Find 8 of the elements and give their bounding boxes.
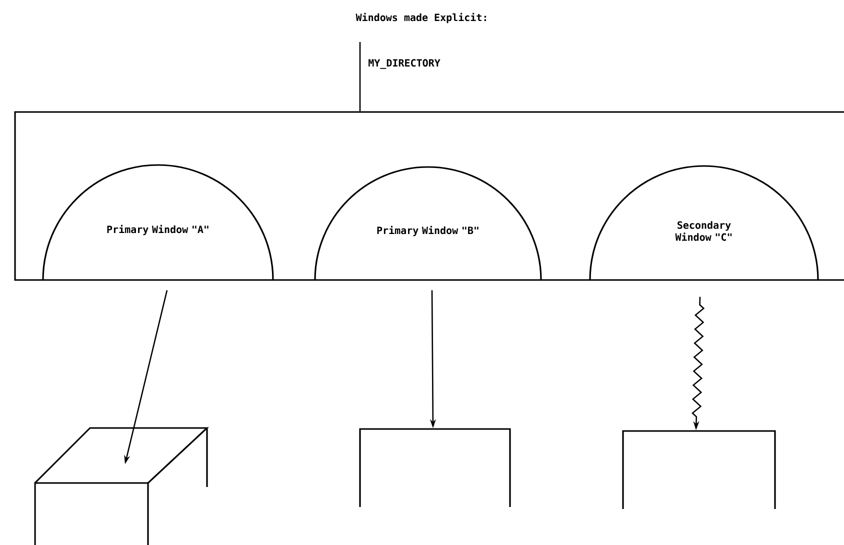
window-dome: Primary Window "B" — [314, 166, 542, 280]
box-drawing — [34, 427, 210, 545]
open-box — [622, 430, 776, 509]
open-box — [359, 428, 511, 507]
window-dome: Primary Window "A" — [42, 164, 274, 280]
title: Windows made Explicit: — [356, 12, 486, 24]
line — [359, 42, 361, 112]
window-dome: Secondary Window "C" — [589, 165, 819, 280]
